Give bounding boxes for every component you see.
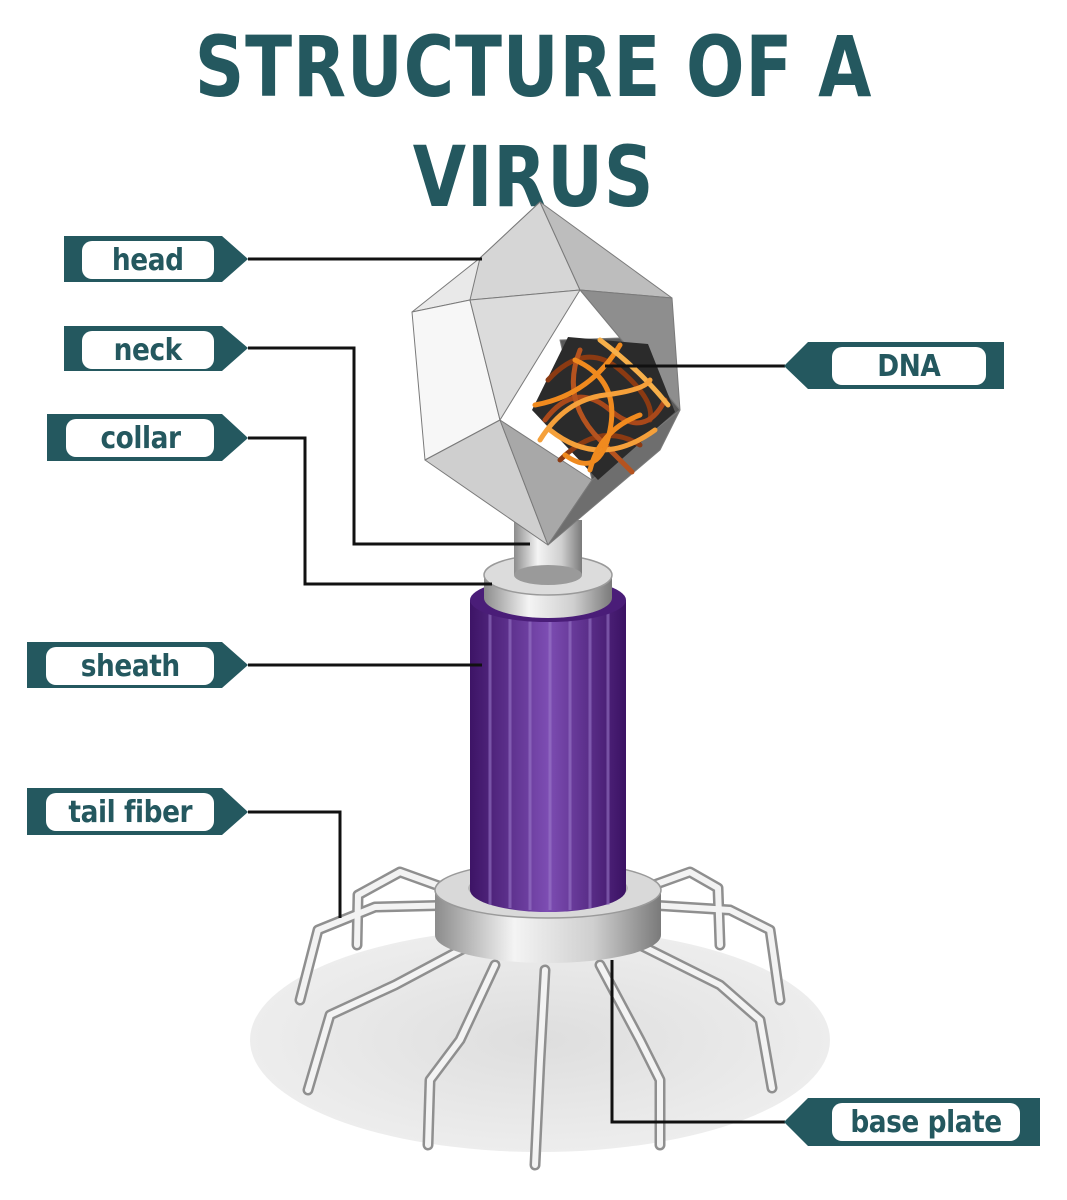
label-neck-text: neck — [113, 332, 183, 368]
leader-collar — [248, 436, 492, 586]
sheath-shape — [470, 578, 626, 912]
label-head: head — [76, 236, 220, 284]
label-dna-text: DNA — [877, 348, 941, 384]
leader-neck — [248, 346, 530, 546]
label-tail-fiber-text: tail fiber — [68, 794, 192, 830]
leader-base-plate — [610, 960, 785, 1124]
leader-lines — [248, 257, 785, 1124]
label-base-plate-text: base plate — [850, 1104, 1002, 1140]
label-tail-fiber: tail fiber — [40, 788, 220, 836]
leader-tail-fiber — [248, 810, 342, 918]
label-neck: neck — [76, 326, 220, 374]
label-collar: collar — [60, 414, 220, 462]
label-sheath: sheath — [40, 642, 220, 690]
diagram-title: STRUCTURE OF A VIRUS — [194, 18, 873, 226]
label-sheath-text: sheath — [80, 648, 180, 684]
label-head-text: head — [112, 242, 184, 278]
dna-strands — [532, 337, 675, 480]
tail-fibers — [294, 866, 786, 1171]
label-dna: DNA — [826, 342, 992, 390]
label-collar-text: collar — [99, 420, 181, 456]
label-base-plate: base plate — [826, 1098, 1026, 1146]
